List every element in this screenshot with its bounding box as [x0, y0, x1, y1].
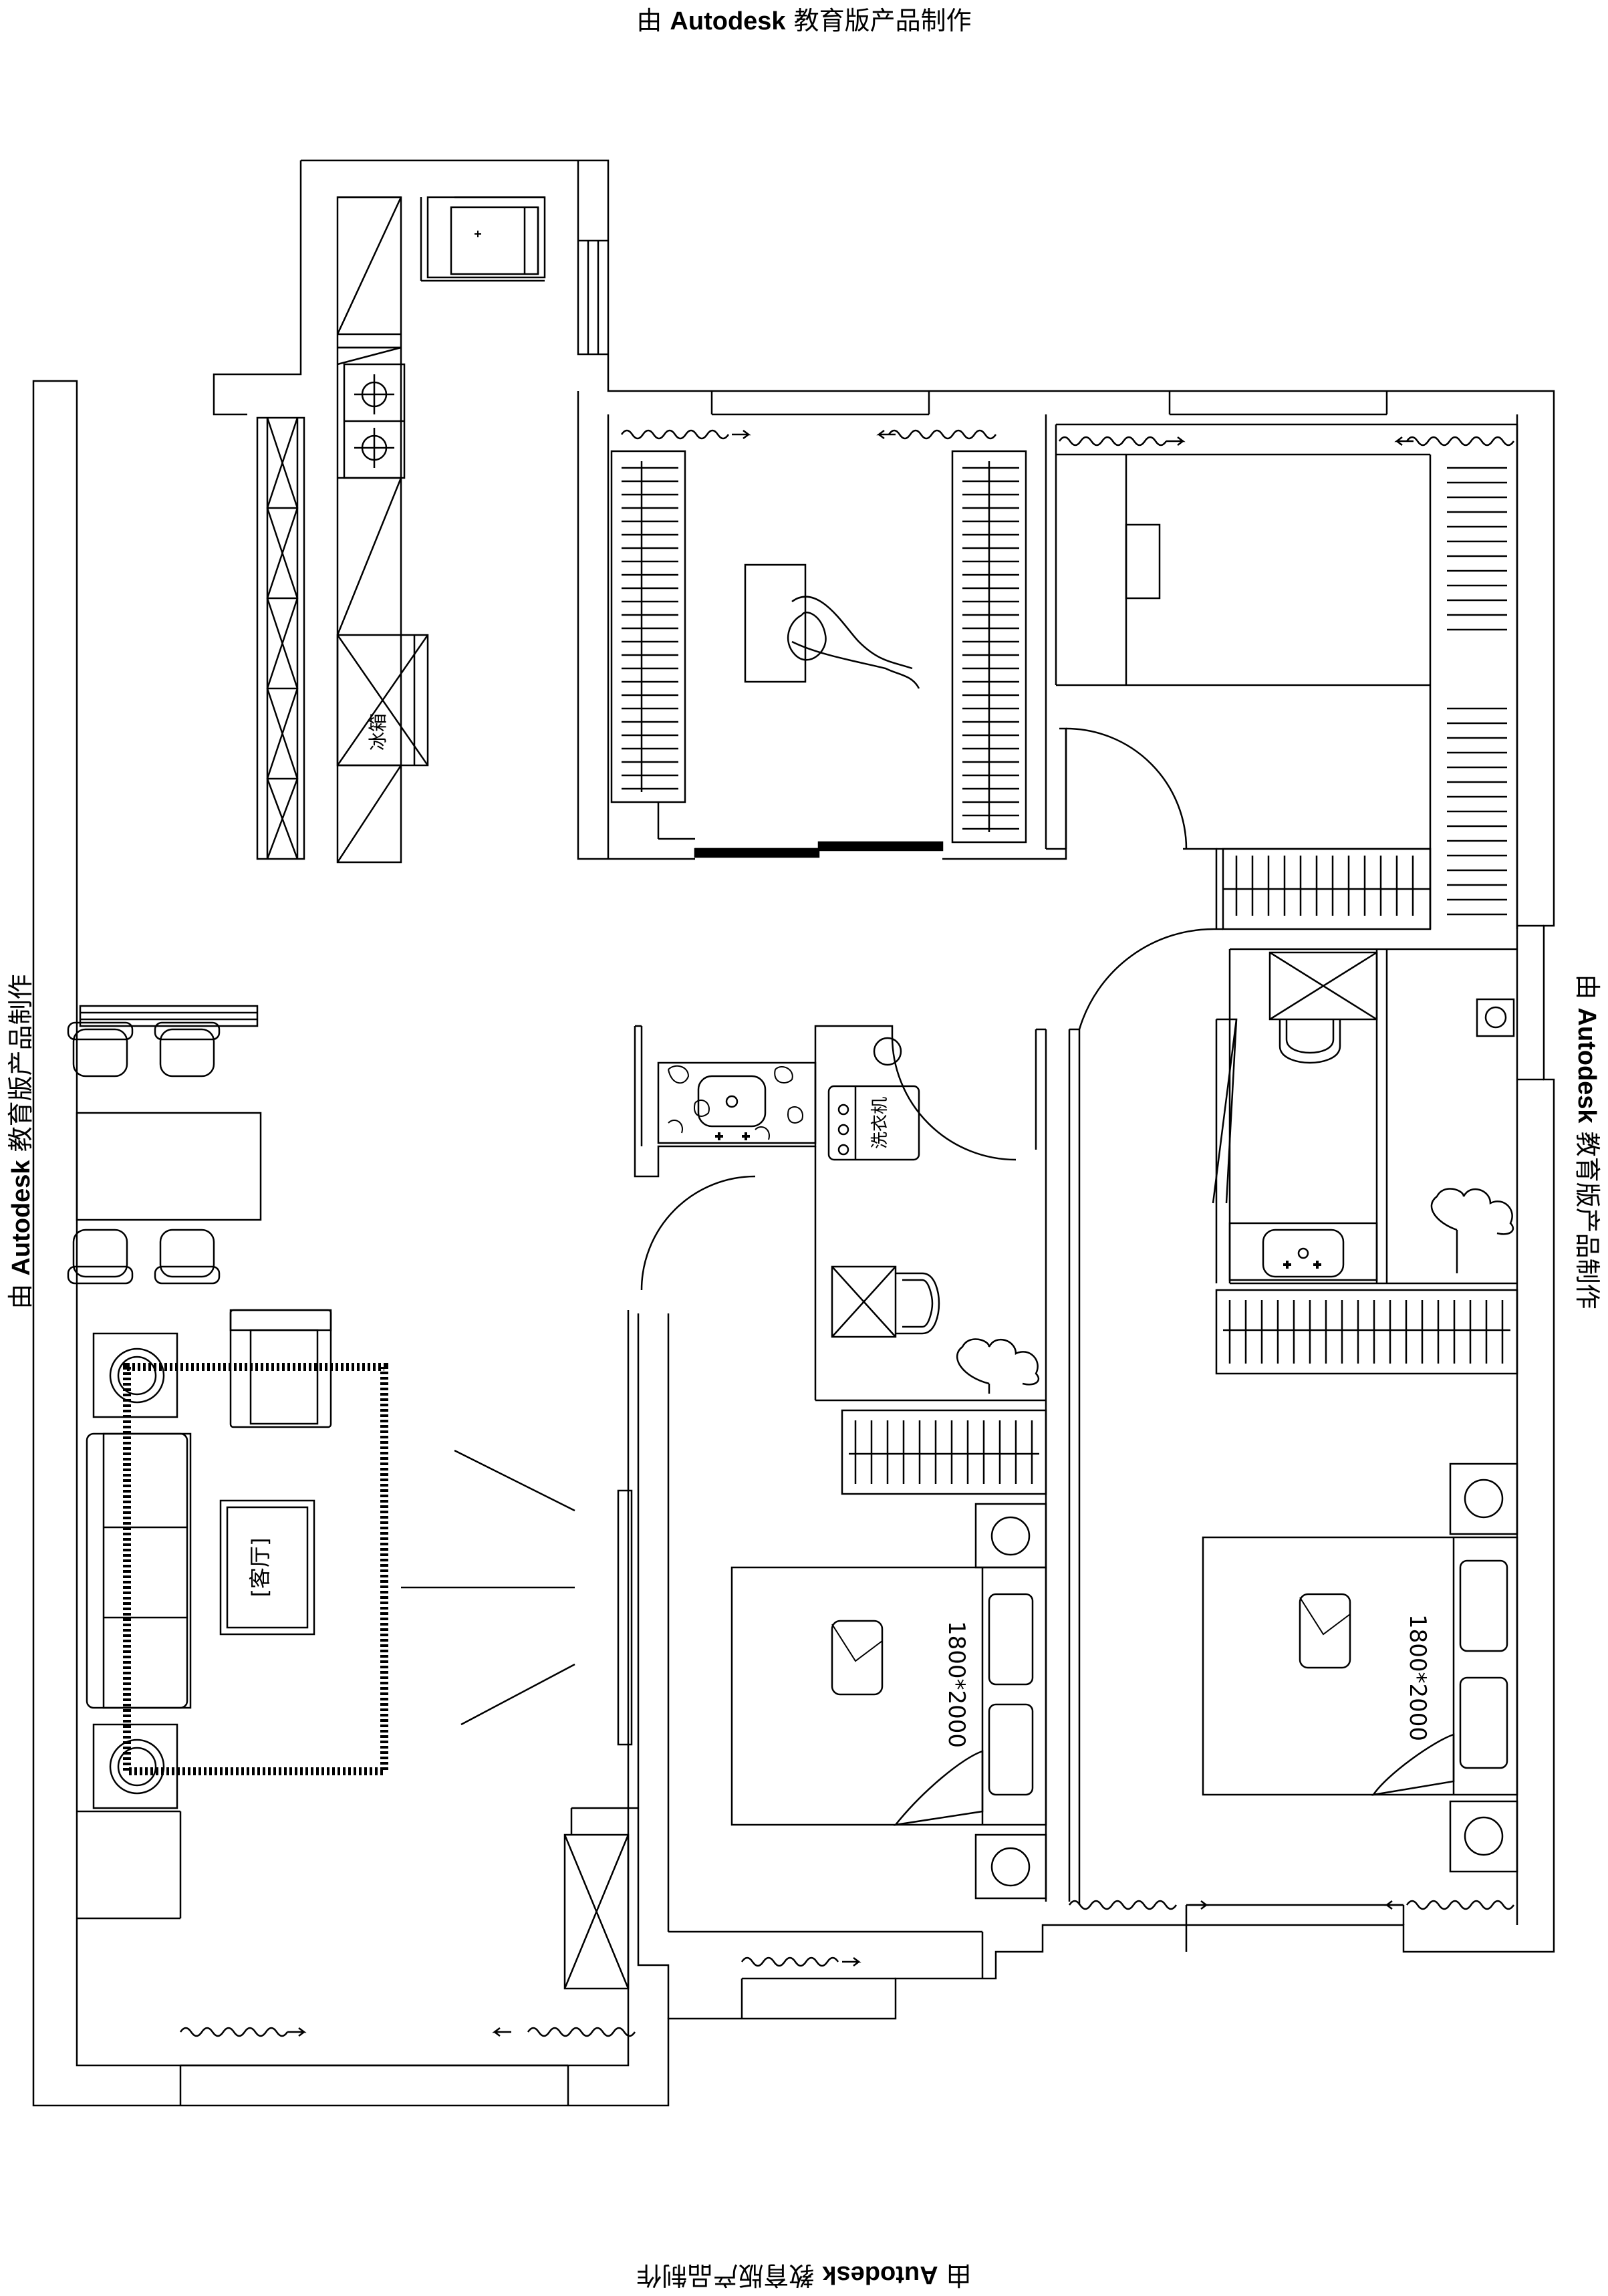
dining-chair-icon	[72, 1229, 128, 1278]
curtain-icon	[620, 429, 730, 440]
bed-1-size: 1800*2000	[943, 1621, 970, 1748]
interior-walls	[577, 391, 1517, 2019]
nightstand-top	[974, 1503, 1047, 1569]
door-swing	[1078, 928, 1217, 1030]
curtain-icon	[888, 429, 997, 440]
curtain-icon	[1058, 436, 1168, 447]
pillow-icon	[1459, 1559, 1508, 1652]
shower-icon	[1430, 1188, 1514, 1235]
sink-icon	[1262, 1229, 1345, 1278]
living-room-label: [客厅]	[247, 1538, 273, 1598]
pillow-icon	[1299, 1593, 1351, 1669]
dining-chair-icon	[159, 1229, 215, 1278]
rug	[123, 1363, 388, 1775]
bed-1	[730, 1566, 1047, 1826]
curtain-icon	[179, 2027, 289, 2037]
floor-drain-box	[1476, 998, 1515, 1037]
balcony-cabinet	[563, 1833, 630, 1990]
pillow-icon	[988, 1703, 1034, 1796]
bedroom-bottom-middle: 1800*2000	[730, 1409, 1047, 1900]
wardrobe-right	[951, 450, 1027, 844]
chair-back	[154, 1265, 221, 1285]
toilet-icon	[831, 1265, 897, 1338]
bedroom-top-right	[1055, 423, 1518, 930]
chair-back	[67, 1021, 134, 1041]
curtain-icon	[527, 2027, 636, 2037]
bathroom-left: 洗衣机	[640, 1035, 1040, 1394]
washing-machine-icon	[827, 1085, 920, 1161]
yoga-mat	[744, 563, 807, 683]
curtain-icon	[1068, 1900, 1178, 1910]
wardrobe-hall	[1215, 1289, 1518, 1375]
pillow-icon	[988, 1593, 1034, 1686]
chair-back	[67, 1265, 134, 1285]
shower-icon	[956, 1338, 1040, 1386]
sideboard	[79, 1005, 259, 1027]
door-swing	[1065, 727, 1188, 850]
person-icon	[787, 596, 920, 689]
toilet-tank	[1268, 951, 1378, 1021]
vanity	[657, 1061, 817, 1144]
pillow-icon	[1459, 1676, 1508, 1769]
sofa	[86, 1432, 188, 1709]
coffee-table	[219, 1499, 315, 1636]
dining-chair-icon	[159, 1028, 215, 1077]
blanket-fold	[1371, 1733, 1455, 1796]
dining-chair-icon	[72, 1028, 128, 1077]
nightstand-bottom	[974, 1833, 1047, 1900]
bedroom-bottom-right: 1800*2000	[1068, 1462, 1518, 1910]
pillow-icon	[831, 1620, 884, 1696]
wardrobe-left	[610, 450, 686, 803]
kitchen: 冰箱	[256, 196, 546, 864]
side-table-bottom	[92, 1723, 178, 1809]
bedroom-top-left	[610, 429, 1027, 858]
wardrobe-mid	[841, 1409, 1047, 1495]
watermark-top: 由 Autodesk 教育版产品制作	[636, 6, 972, 35]
chair-back	[154, 1021, 221, 1041]
dining-table	[76, 1112, 262, 1221]
dining-area	[67, 1005, 262, 1285]
nightstand-top-right	[1449, 1462, 1518, 1535]
tall-cabinet	[256, 416, 305, 860]
side-table-top	[92, 1332, 178, 1418]
living-room: [客厅]	[86, 1309, 861, 2037]
nightstand-bottom-right	[1449, 1800, 1518, 1873]
washing-machine-label: 洗衣机	[870, 1097, 890, 1149]
fridge-label: 冰箱	[367, 713, 389, 751]
curtain-icon	[741, 1956, 839, 1967]
desk-chair	[1125, 523, 1161, 600]
bed-2	[1202, 1536, 1518, 1796]
door-swing	[891, 1035, 1017, 1161]
floor-drain-icon	[873, 1037, 902, 1066]
tv-unit	[617, 1489, 633, 1746]
sink-icon	[697, 1075, 767, 1128]
bed-2-size: 1800*2000	[1404, 1614, 1431, 1741]
bathroom-right	[1078, 928, 1518, 1375]
vanity-right	[1228, 1222, 1378, 1281]
curtain-icon	[1405, 1900, 1515, 1910]
blanket-fold	[894, 1750, 984, 1826]
door-swing	[640, 1175, 756, 1291]
curtain-icon	[1405, 436, 1515, 447]
